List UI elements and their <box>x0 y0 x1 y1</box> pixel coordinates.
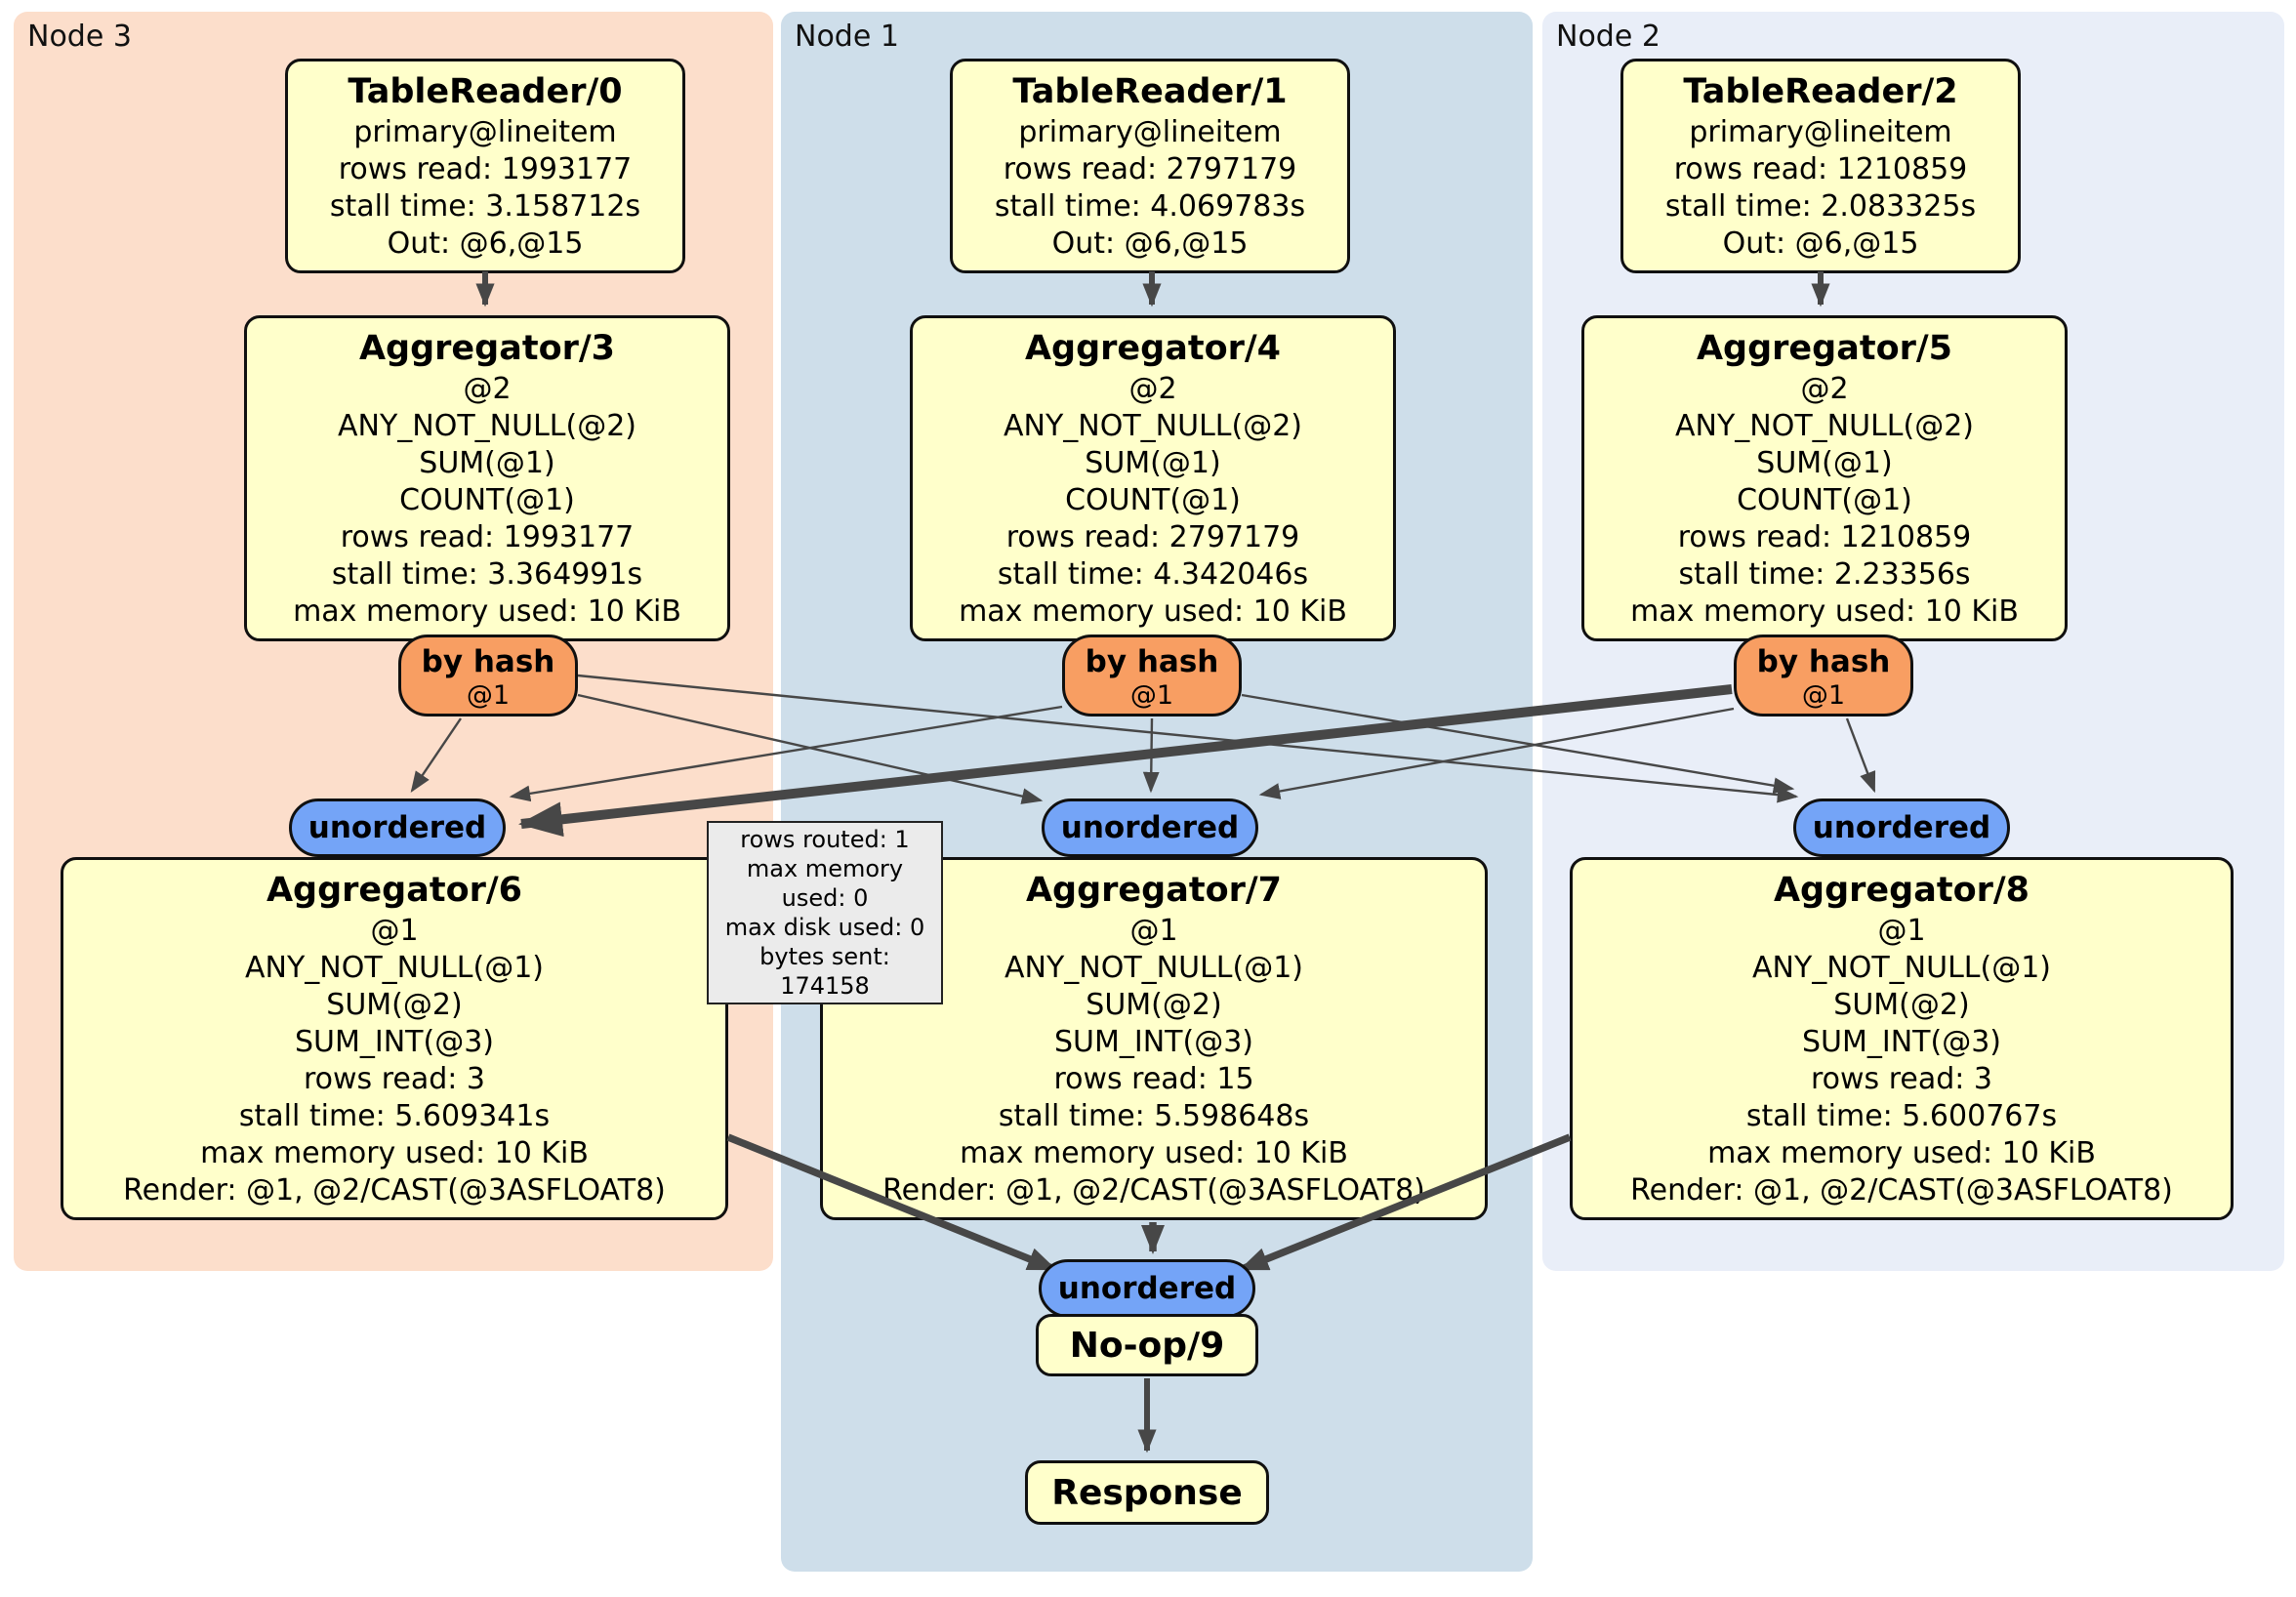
byhash-router-node2-tag: @1 <box>1801 680 1846 711</box>
unordered-sync-node1[interactable]: unordered <box>1042 798 1258 857</box>
unordered-sync-final[interactable]: unordered <box>1039 1259 1255 1318</box>
unordered-sync-node3[interactable]: unordered <box>289 798 506 857</box>
edge-byhash-n3-to-unordered-n3[interactable] <box>410 717 462 793</box>
aggregator-4-box[interactable]: Aggregator/4 @2 ANY_NOT_NULL(@2) SUM(@1)… <box>910 315 1396 641</box>
noop-9-box[interactable]: No-op/9 <box>1036 1314 1258 1376</box>
tablereader-2-details: primary@lineitem rows read: 1210859 stal… <box>1664 115 1977 261</box>
edge-byhash-n2-to-unordered-n1[interactable] <box>1258 707 1735 799</box>
response-box[interactable]: Response <box>1025 1460 1269 1525</box>
aggregator-8-box[interactable]: Aggregator/8 @1 ANY_NOT_NULL(@1) SUM(@2)… <box>1570 857 2234 1220</box>
aggregator-5-details: @2 ANY_NOT_NULL(@2) SUM(@1) COUNT(@1) ro… <box>1630 372 2019 629</box>
aggregator-3-title: Aggregator/3 <box>358 329 616 368</box>
edge-byhash-n1-to-unordered-n3[interactable] <box>509 705 1063 802</box>
aggregator-7-title: Aggregator/7 <box>1025 871 1283 910</box>
aggregator-3-box[interactable]: Aggregator/3 @2 ANY_NOT_NULL(@2) SUM(@1)… <box>244 315 730 641</box>
aggregator-5-box[interactable]: Aggregator/5 @2 ANY_NOT_NULL(@2) SUM(@1)… <box>1581 315 2068 641</box>
aggregator-5-title: Aggregator/5 <box>1696 329 1953 368</box>
byhash-router-node3-tag: @1 <box>466 680 511 711</box>
aggregator-8-title: Aggregator/8 <box>1773 871 2030 910</box>
node-region-2-label: Node 2 <box>1556 20 1660 54</box>
byhash-router-node3-label: by hash <box>421 644 555 679</box>
byhash-router-node2-label: by hash <box>1756 644 1891 679</box>
response-title: Response <box>1051 1473 1243 1513</box>
edge-byhash-n1-to-unordered-n2[interactable] <box>1241 693 1795 795</box>
node-region-3-label: Node 3 <box>27 20 132 54</box>
node-region-1-label: Node 1 <box>795 20 899 54</box>
unordered-sync-node2[interactable]: unordered <box>1793 798 2010 857</box>
aggregator-4-title: Aggregator/4 <box>1024 329 1282 368</box>
byhash-router-node2[interactable]: by hash @1 <box>1734 635 1913 717</box>
aggregator-8-details: @1 ANY_NOT_NULL(@1) SUM(@2) SUM_INT(@3) … <box>1630 914 2173 1208</box>
aggregator-6-box[interactable]: Aggregator/6 @1 ANY_NOT_NULL(@1) SUM(@2)… <box>61 857 728 1220</box>
byhash-router-node1-tag: @1 <box>1129 680 1174 711</box>
aggregator-4-details: @2 ANY_NOT_NULL(@2) SUM(@1) COUNT(@1) ro… <box>959 372 1347 629</box>
tablereader-0-title: TableReader/0 <box>348 72 623 111</box>
tablereader-1-details: primary@lineitem rows read: 2797179 stal… <box>994 115 1306 261</box>
edge-agg6-to-final-sync[interactable] <box>726 1133 1057 1273</box>
noop-9-title: No-op/9 <box>1069 1326 1225 1366</box>
edge-byhash-n3-to-unordered-n2[interactable] <box>577 674 1799 803</box>
byhash-router-node3[interactable]: by hash @1 <box>398 635 578 717</box>
tablereader-1-title: TableReader/1 <box>1012 72 1288 111</box>
aggregator-6-title: Aggregator/6 <box>266 871 523 910</box>
byhash-router-node1[interactable]: by hash @1 <box>1062 635 1242 717</box>
tablereader-2-box[interactable]: TableReader/2 primary@lineitem rows read… <box>1620 59 2021 273</box>
edge-agg8-to-final-sync[interactable] <box>1239 1133 1572 1273</box>
tablereader-1-box[interactable]: TableReader/1 primary@lineitem rows read… <box>950 59 1350 273</box>
aggregator-7-details: @1 ANY_NOT_NULL(@1) SUM(@2) SUM_INT(@3) … <box>882 914 1425 1208</box>
edge-byhash-n2-to-unordered-n3-highlighted[interactable] <box>518 684 1733 838</box>
byhash-router-node1-label: by hash <box>1085 644 1219 679</box>
tablereader-2-title: TableReader/2 <box>1683 72 1958 111</box>
tablereader-0-details: primary@lineitem rows read: 1993177 stal… <box>329 115 641 261</box>
edge-stats-tooltip: rows routed: 1 max memory used: 0 max di… <box>707 821 943 1004</box>
aggregator-3-details: @2 ANY_NOT_NULL(@2) SUM(@1) COUNT(@1) ro… <box>293 372 681 629</box>
aggregator-6-details: @1 ANY_NOT_NULL(@1) SUM(@2) SUM_INT(@3) … <box>123 914 666 1208</box>
edge-byhash-n2-to-unordered-n2[interactable] <box>1845 717 1876 794</box>
